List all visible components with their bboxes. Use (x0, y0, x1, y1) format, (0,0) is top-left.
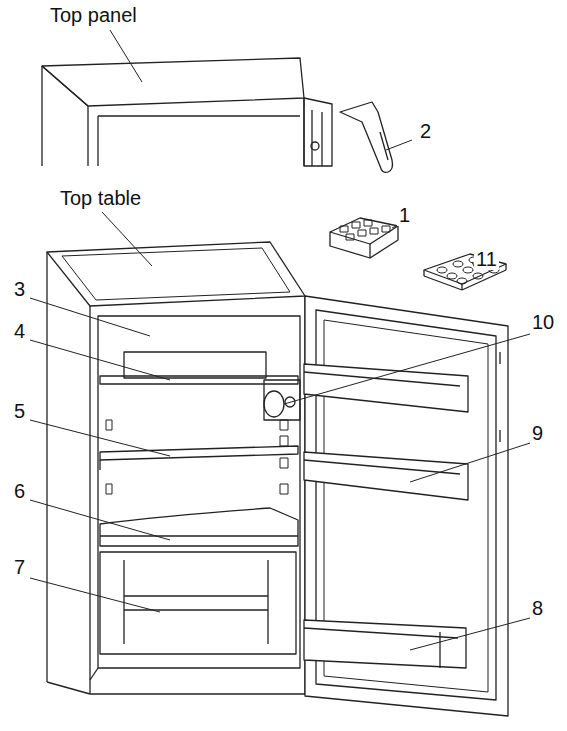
fridge-body (47, 242, 305, 694)
callout-number: 8 (530, 597, 545, 619)
callout-number: 1 (397, 204, 412, 226)
part-name: Top panel (48, 4, 139, 26)
callout-number: 3 (12, 278, 27, 300)
top-panel-view (42, 58, 332, 166)
callout-number: 5 (12, 400, 27, 422)
callout-number: 9 (530, 422, 545, 444)
leader-lines (30, 30, 530, 650)
fridge-door (304, 296, 508, 716)
ice-tray (330, 218, 398, 258)
callout-number: 10 (530, 311, 556, 333)
ice-scraper (340, 102, 393, 172)
part-name: Top table (58, 187, 143, 209)
callout-number: 11 (474, 248, 499, 270)
callout-number: 6 (12, 480, 27, 502)
callout-number: 7 (12, 556, 27, 578)
callout-number: 4 (12, 320, 27, 342)
callout-number: 2 (418, 120, 433, 142)
